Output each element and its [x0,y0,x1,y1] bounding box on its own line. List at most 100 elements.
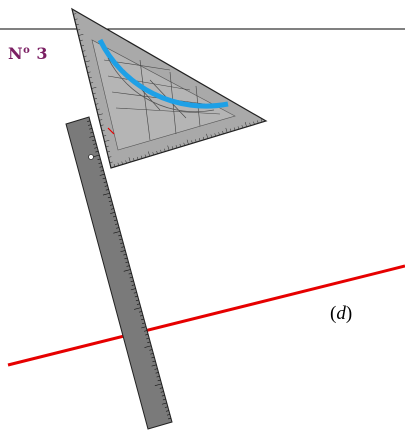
ruler-tick [151,356,155,359]
ruler-tick [123,269,131,272]
set-square-tick [100,124,104,126]
ruler-tick [113,215,117,218]
ruler-tick [133,292,137,294]
ruler-tick [125,261,129,263]
set-square-tick [90,82,94,84]
ruler-tick [116,227,120,229]
ruler-tick [102,192,110,196]
set-square-tick [121,161,123,165]
ruler-tick [87,120,91,122]
set-square-tick [103,135,107,137]
ruler-tick [130,288,136,291]
ruler-tick [120,242,124,244]
set-square-tick [199,138,201,142]
ruler-tick [93,143,97,145]
ruler-tick [100,170,104,172]
ruler-tick [129,276,133,279]
set-square-tick [257,120,259,124]
set-square-ticks [73,13,263,167]
set-square-tick [105,145,109,148]
ruler-tick [144,345,152,348]
ruler-tick [131,284,135,286]
set-square-tick [152,152,154,156]
ruler-tick [152,360,156,363]
ruler-tick [155,372,159,374]
set-square-tick [99,119,103,121]
set-square-tick [97,113,103,116]
set-square-tick [125,160,127,164]
set-square-tick [261,119,263,123]
ruler-tick [118,234,122,237]
ruler-tick [145,334,149,336]
set-square-tick [107,151,111,153]
set-square-tick [86,66,90,68]
ruler-tick [97,158,101,161]
ruler-tick [114,219,118,222]
line-d-label: (d) [330,303,353,324]
set-square-tick [83,55,87,57]
ruler-tick [154,383,162,387]
ruler-tick [157,379,161,382]
ruler-tick [139,314,144,317]
set-square-tick [233,127,236,131]
set-square-tick [133,158,135,162]
ruler-tick [134,295,138,298]
ruler-tick [147,341,151,344]
set-square-tick [202,136,205,140]
set-square-tick [73,13,77,15]
ruler-tick [142,322,146,324]
ruler-tick [107,196,111,199]
set-square-tick [82,50,86,52]
set-square-tick [75,23,79,26]
ruler-tick [89,135,95,138]
ruler-tick [156,375,160,378]
set-square-tick [113,163,116,167]
ruler-tick [144,330,148,332]
ruler-icon[interactable] [65,116,173,430]
set-square-tick [109,161,113,163]
ruler-tick [110,212,116,214]
ruler-tick [105,189,109,191]
ruler-tick [103,181,107,183]
ruler-tick [160,391,164,393]
ruler-tick [95,151,99,153]
ruler-tick [89,128,93,130]
ruler-tick [138,311,142,313]
ruler-tick [141,326,147,329]
ruler-tick [164,406,168,408]
ruler-tick [135,299,139,302]
ruler-tick [151,364,157,367]
set-square-tick [244,122,247,127]
set-square-tick [191,140,193,144]
set-square-marker [107,127,115,135]
set-square-tick [214,133,216,137]
set-square-tick [117,162,119,166]
ruler-tick [102,177,106,180]
ruler-tick [94,147,98,149]
ruler-tick [134,307,141,310]
set-square-tick [92,92,96,95]
set-square-tick [253,121,255,125]
set-square-tick [74,18,78,20]
set-square-tick [95,103,99,105]
ruler-tick [136,303,140,305]
ruler-tick [165,410,169,412]
set-square-tick [175,145,178,149]
ruler-tick [161,395,165,397]
ruler-tick [121,246,125,248]
protractor-arc-icon [97,38,229,109]
set-square-tick [195,139,197,143]
set-square-icon[interactable] [71,7,268,169]
set-square-tick [140,155,143,159]
set-square-tick [222,130,224,134]
set-square-tick [81,45,85,47]
ruler-tick [104,185,108,187]
set-square-tick [78,34,84,36]
set-square-tick [88,76,92,79]
set-square-tick [96,108,100,110]
set-square-tick [108,156,112,158]
set-square-tick [87,71,91,73]
set-square-tick [167,145,170,151]
protractor-inner-arc [107,57,215,113]
ruler-tick [161,402,167,405]
